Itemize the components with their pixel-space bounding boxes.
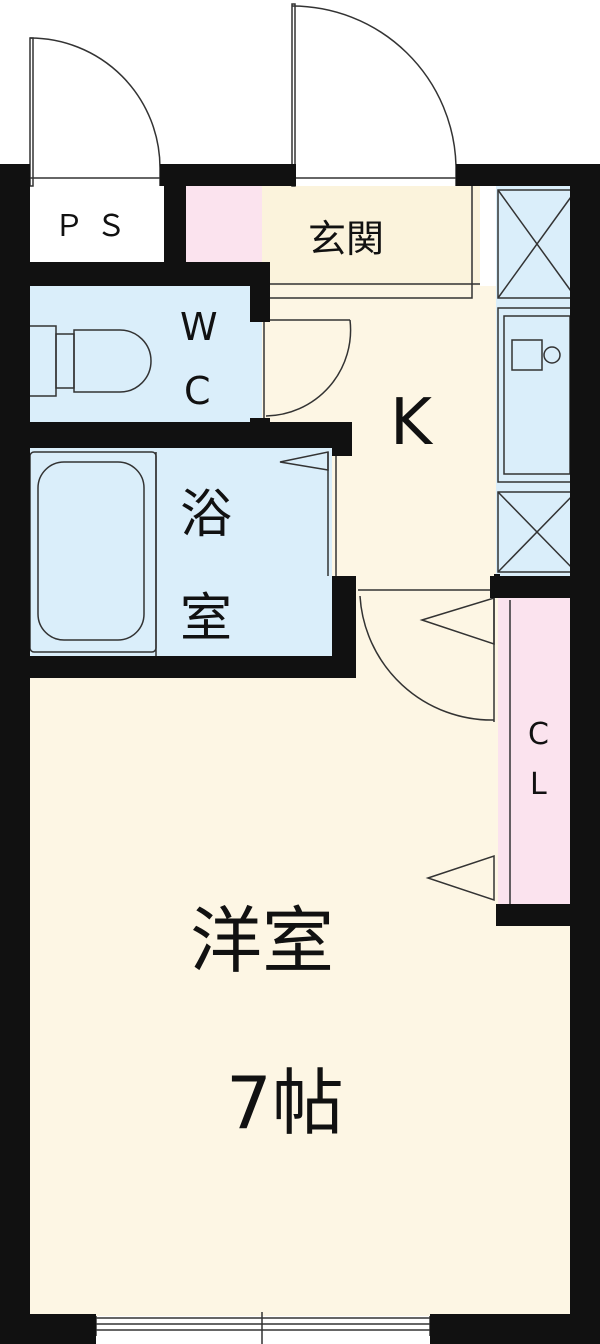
wc-door [263,319,352,418]
wc-label-c: C [184,369,211,413]
bath-label-1: 浴 [180,485,232,545]
walls [0,164,600,1344]
bath-label-2: 室 [180,589,232,649]
entrance-door [291,3,460,187]
entrance-label: 玄関 [308,217,384,261]
closet-label-c: C [528,717,549,752]
kitchen-counter [496,186,578,576]
western-room-size: 7帖 [226,1061,344,1145]
bottom-window [95,1312,431,1344]
western-room-floor [20,672,580,1322]
bath-floor [20,446,332,658]
closet-door-arrow [425,854,495,902]
wc-floor [20,286,262,422]
western-room-label: 洋室 [190,899,334,983]
kitchen-label: K [390,386,434,460]
closet-floor [498,598,578,904]
wc-label-w: W [180,305,218,349]
bath-door [279,451,337,576]
meter-box [186,186,262,262]
entrance-floor [262,186,480,286]
ps-label: ＰＳ [54,209,138,244]
room-door [358,589,495,722]
closet-label-l: L [530,767,547,802]
ps-door [26,37,164,187]
ps-box [20,186,164,262]
